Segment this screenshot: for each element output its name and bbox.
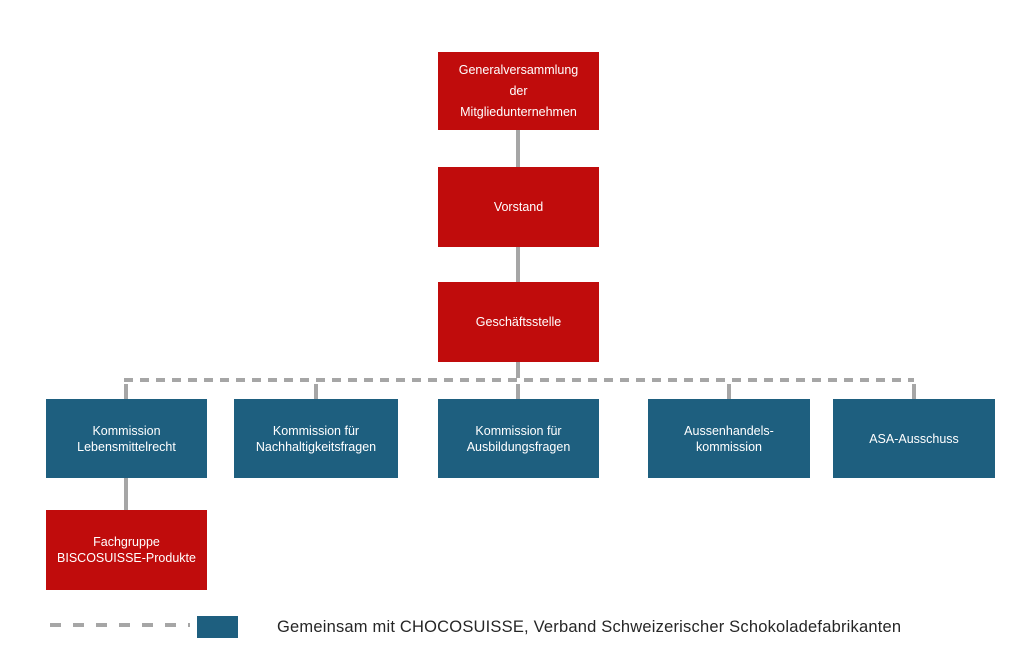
node-asa-ausschuss: ASA-Ausschuss	[833, 399, 995, 478]
node-vorstand: Vorstand	[438, 167, 599, 247]
node-generalversammlung: Generalversammlung der Mitgliedunternehm…	[438, 52, 599, 130]
legend: Gemeinsam mit CHOCOSUISSE, Verband Schwe…	[0, 608, 1033, 648]
legend-blue-swatch	[197, 616, 238, 638]
connector-vorstand-geschaeftsstelle	[516, 247, 520, 282]
legend-dashed-line	[50, 623, 190, 627]
node-kommission-ausbildungsfragen-label: Kommission für Ausbildungsfragen	[466, 423, 571, 454]
connector-generalversammlung-vorstand	[516, 130, 520, 167]
node-geschaeftsstelle: Geschäftsstelle	[438, 282, 599, 362]
node-generalversammlung-label: Generalversammlung der Mitgliedunternehm…	[458, 62, 579, 119]
node-fachgruppe-biscosuisse-label: Fachgruppe BISCOSUISSE-Produkte	[57, 535, 196, 565]
node-kommission-nachhaltigkeitsfragen-label: Kommission für Nachhaltigkeitsfragen	[255, 423, 377, 454]
rail-stub-ausbildungsfragen	[516, 384, 520, 399]
rail-stub-aussenhandelskommission	[727, 384, 731, 399]
node-geschaeftsstelle-label: Geschäftsstelle	[475, 315, 562, 329]
legend-label: Gemeinsam mit CHOCOSUISSE, Verband Schwe…	[277, 618, 902, 636]
node-fachgruppe-biscosuisse: Fachgruppe BISCOSUISSE-Produkte	[46, 510, 207, 590]
connector-lebensmittelrecht-fachgruppe	[124, 478, 128, 510]
node-aussenhandelskommission-label: Aussenhandels- kommission	[684, 423, 774, 454]
rail-stub-lebensmittelrecht	[124, 384, 128, 399]
node-asa-ausschuss-label: ASA-Ausschuss	[869, 431, 959, 446]
rail-stub-nachhaltigkeitsfragen	[314, 384, 318, 399]
node-aussenhandelskommission: Aussenhandels- kommission	[648, 399, 810, 478]
node-kommission-nachhaltigkeitsfragen: Kommission für Nachhaltigkeitsfragen	[234, 399, 398, 478]
node-vorstand-label: Vorstand	[493, 200, 544, 214]
connector-geschaeftsstelle-rail	[516, 362, 520, 378]
node-kommission-lebensmittelrecht-label: Kommission Lebensmittelrecht	[77, 423, 176, 454]
node-kommission-lebensmittelrecht: Kommission Lebensmittelrecht	[46, 399, 207, 478]
rail-stub-asa-ausschuss	[912, 384, 916, 399]
node-kommission-ausbildungsfragen: Kommission für Ausbildungsfragen	[438, 399, 599, 478]
dashed-rail	[124, 378, 914, 382]
